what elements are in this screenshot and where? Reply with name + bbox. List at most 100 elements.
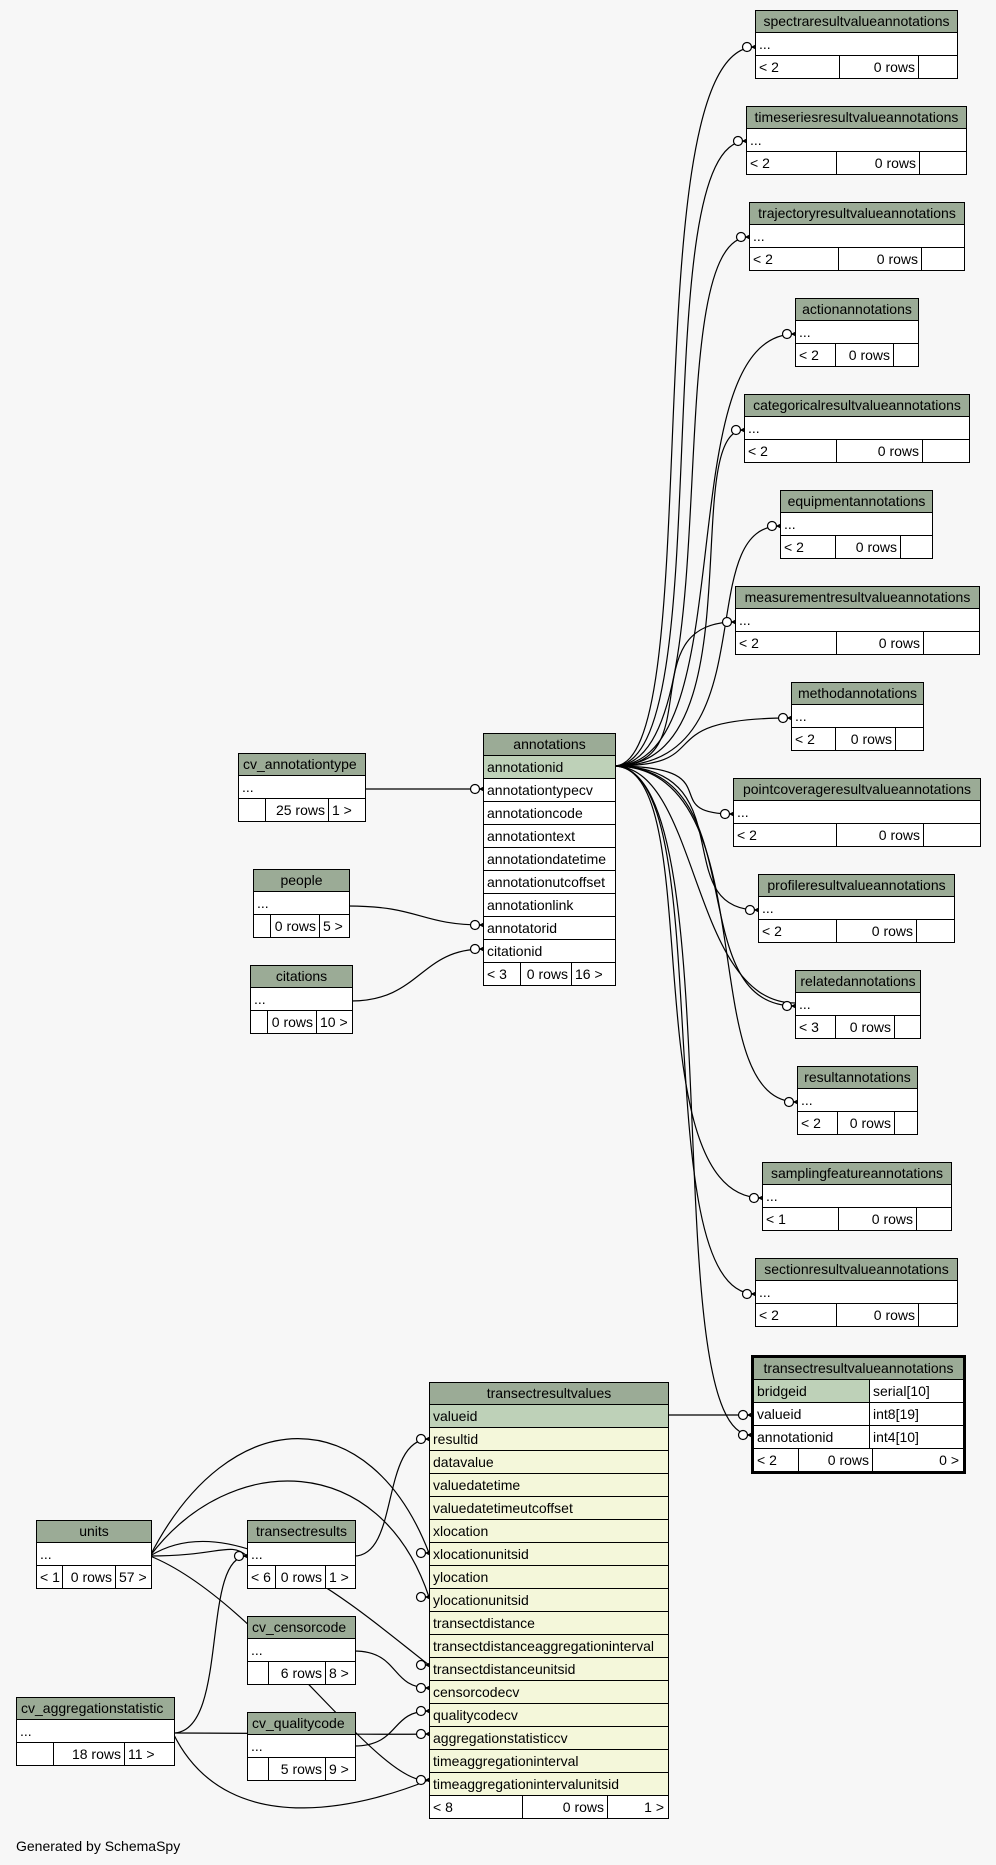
- column-valueid: valueid: [430, 1405, 668, 1428]
- parents-count: < 1: [37, 1566, 63, 1588]
- row-count: 18 rows: [54, 1743, 125, 1765]
- children-count: [917, 920, 923, 942]
- table-timeseriesresultvalueannotations[interactable]: timeseriesresultvalueannotations ... < 2…: [746, 106, 967, 175]
- relationship-edge: [613, 765, 796, 1004]
- children-count: [901, 536, 907, 558]
- parents-count: < 2: [781, 536, 836, 558]
- row-count: 0 rows: [838, 1112, 895, 1134]
- table-header: spectraresultvalueannotations: [756, 11, 957, 33]
- column-type: int8[19]: [873, 1406, 919, 1422]
- table-header: resultannotations: [798, 1067, 917, 1089]
- table-header: units: [37, 1521, 151, 1543]
- column-ellipsis: ...: [756, 1281, 957, 1304]
- column-ellipsis: ...: [37, 1543, 151, 1566]
- row-count: 0 rows: [837, 920, 917, 942]
- column-qualitycodecv: qualitycodecv: [430, 1704, 668, 1727]
- column-annotationid: annotationid: [484, 756, 615, 779]
- column-ellipsis: ...: [745, 417, 969, 440]
- column-ellipsis: ...: [747, 129, 966, 152]
- relationship-edge: [149, 1480, 430, 1598]
- table-header: equipmentannotations: [781, 491, 932, 513]
- table-pointcoverageresultvalueannotations[interactable]: pointcoverageresultvalueannotations ... …: [733, 778, 981, 847]
- relationship-edge: [347, 905, 484, 926]
- table-transectresultvalues[interactable]: transectresultvalues valueid resultid da…: [429, 1382, 669, 1819]
- parents-count: < 8: [430, 1796, 523, 1818]
- column-type: serial[10]: [873, 1383, 930, 1399]
- column-ellipsis: ...: [750, 225, 964, 248]
- parents-count: < 2: [792, 728, 836, 750]
- table-header: samplingfeatureannotations: [763, 1163, 951, 1185]
- relationship-edge: [613, 765, 759, 911]
- column-ellipsis: ...: [734, 801, 980, 824]
- children-count: 16 >: [575, 966, 603, 982]
- column-ellipsis: ...: [736, 609, 979, 632]
- relationship-edge: [613, 333, 796, 767]
- relationship-edge: [613, 429, 745, 767]
- parents-count: < 2: [754, 1449, 799, 1471]
- row-count: 0 rows: [837, 440, 923, 462]
- column-aggregationstatisticcv: aggregationstatisticcv: [430, 1727, 668, 1750]
- parents-count: [239, 799, 266, 821]
- table-header: pointcoverageresultvalueannotations: [734, 779, 980, 801]
- table-trajectoryresultvalueannotations[interactable]: trajectoryresultvalueannotations ... < 2…: [749, 202, 965, 271]
- table-header: cv_qualitycode: [248, 1713, 355, 1735]
- children-count: [923, 440, 929, 462]
- table-header: relatedannotations: [796, 971, 920, 993]
- row-count: 25 rows: [266, 799, 329, 821]
- relationship-edge: [613, 621, 736, 767]
- row-count: 0 rows: [523, 1796, 608, 1818]
- children-count: 0 >: [939, 1452, 959, 1468]
- children-count: 8 >: [329, 1665, 349, 1681]
- column-annotationutcoffset: annotationutcoffset: [484, 871, 615, 894]
- row-count: 0 rows: [836, 344, 894, 366]
- table-header: transectresults: [248, 1521, 355, 1543]
- row-count: 0 rows: [276, 1566, 326, 1588]
- table-header: annotations: [484, 734, 615, 756]
- relationship-edge: [613, 525, 781, 767]
- row-count: 0 rows: [839, 248, 922, 270]
- parents-count: < 2: [756, 1304, 837, 1326]
- row-count: 0 rows: [799, 1449, 873, 1471]
- table-annotations[interactable]: annotations annotationid annotationtypec…: [483, 733, 616, 986]
- column-datavalue: datavalue: [430, 1451, 668, 1474]
- column-ellipsis: ...: [248, 1543, 355, 1566]
- relationship-edge: [172, 1555, 248, 1734]
- children-count: 57 >: [119, 1569, 147, 1585]
- parents-count: [17, 1743, 54, 1765]
- generated-by-footer: Generated by SchemaSpy: [16, 1838, 181, 1854]
- column-resultid: resultid: [430, 1428, 668, 1451]
- table-measurementresultvalueannotations[interactable]: measurementresultvalueannotations ... < …: [735, 586, 980, 655]
- column-ellipsis: ...: [239, 776, 365, 799]
- parents-count: [254, 915, 271, 937]
- table-categoricalresultvalueannotations[interactable]: categoricalresultvalueannotations ... < …: [744, 394, 970, 463]
- column-ellipsis: ...: [756, 33, 957, 56]
- children-count: [924, 824, 930, 846]
- table-header: people: [254, 870, 349, 892]
- parents-count: < 2: [796, 344, 836, 366]
- children-count: 11 >: [128, 1746, 155, 1762]
